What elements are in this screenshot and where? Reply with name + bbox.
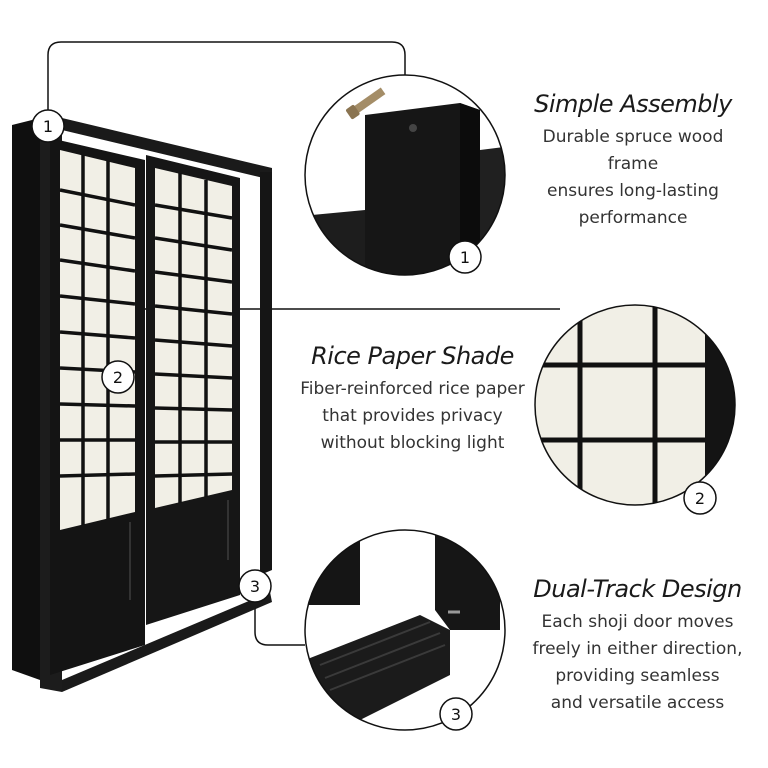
callout-marker-1b: 1 (448, 240, 482, 274)
description-line: providing seamless (555, 666, 720, 686)
connector-line-1 (47, 41, 406, 112)
description-line: performance (578, 208, 688, 228)
feature-title: Dual-Track Design (533, 575, 742, 603)
description-line: Durable spruce wood frame (542, 127, 724, 174)
right-post (260, 172, 272, 575)
left-back-post (12, 118, 40, 680)
shoji-panel-right (146, 155, 240, 625)
description-line: Fiber-reinforced rice paper (300, 379, 525, 399)
description-line: and versatile access (550, 693, 725, 713)
shoji-screen (12, 118, 272, 692)
feature-description: Fiber-reinforced rice paper that provide… (295, 376, 530, 457)
description-line: Each shoji door moves (541, 612, 734, 632)
callout-marker-3a: 3 (238, 569, 272, 603)
connector-line-3 (254, 600, 305, 646)
detail-circle-rice-paper (534, 304, 736, 506)
description-line: ensures long-lasting (547, 181, 719, 201)
callout-number: 2 (695, 489, 705, 508)
callout-number: 1 (43, 117, 53, 136)
callout-number: 2 (113, 368, 123, 387)
shoji-panel-left (50, 138, 145, 675)
callout-marker-2a: 2 (101, 360, 135, 394)
description-line: without blocking light (320, 433, 505, 453)
callout-marker-3b: 3 (439, 697, 473, 731)
feature-title: Simple Assembly (534, 90, 732, 118)
detail-circle-dual-track (304, 529, 506, 731)
feature-description: Durable spruce wood frame ensures long-l… (518, 124, 748, 232)
callout-marker-2b: 2 (683, 481, 717, 515)
callout-number: 3 (451, 705, 461, 724)
description-line: freely in either direction, (532, 639, 743, 659)
feature-description: Each shoji door moves freely in either d… (520, 609, 755, 717)
feature-title: Rice Paper Shade (311, 342, 514, 370)
bottom-rail (62, 592, 272, 692)
feature-dual-track-design: Dual-Track Design Each shoji door moves … (520, 575, 755, 717)
callout-marker-1a: 1 (31, 109, 65, 143)
feature-simple-assembly: Simple Assembly Durable spruce wood fram… (518, 90, 748, 232)
feature-rice-paper-shade: Rice Paper Shade Fiber-reinforced rice p… (295, 342, 530, 457)
description-line: that provides privacy (322, 406, 503, 426)
detail-circle-assembly (304, 74, 506, 276)
callout-number: 1 (460, 248, 470, 267)
top-rail (62, 118, 272, 180)
callout-number: 3 (250, 577, 260, 596)
